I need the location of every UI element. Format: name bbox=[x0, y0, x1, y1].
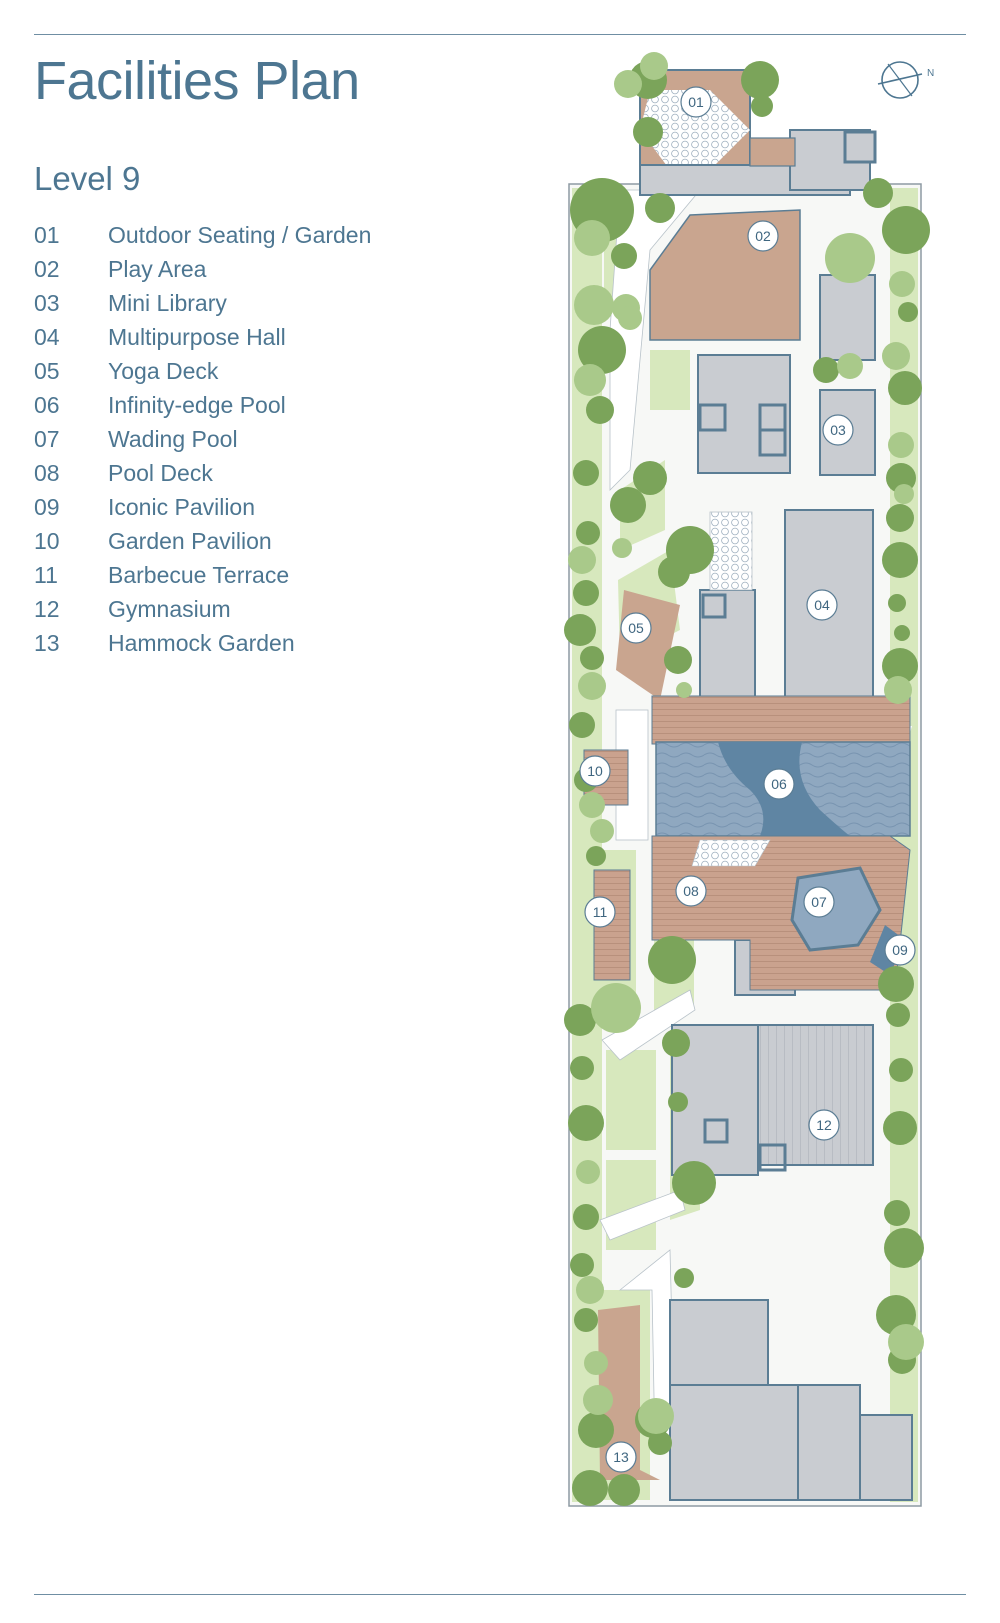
trees-light bbox=[568, 52, 924, 1434]
legend-item-05: 05 Yoga Deck bbox=[34, 354, 371, 388]
legend-label: Yoga Deck bbox=[108, 358, 219, 384]
legend-number: 11 bbox=[34, 562, 58, 588]
legend-number: 13 bbox=[34, 630, 60, 656]
legend-item-03: 03 Mini Library bbox=[34, 286, 371, 320]
marker-label: 02 bbox=[755, 228, 771, 244]
legend-item-13: 13 Hammock Garden bbox=[34, 626, 371, 660]
legend-item-10: 10 Garden Pavilion bbox=[34, 524, 371, 558]
map-markers: 01 02 03 04 05 06 07 08 09 10 11 12 13 bbox=[579, 86, 916, 1473]
north-label: N bbox=[927, 68, 934, 79]
hammock-garden bbox=[598, 1305, 660, 1480]
legend-label: Multipurpose Hall bbox=[108, 324, 286, 350]
legend-item-04: 04 Multipurpose Hall bbox=[34, 320, 371, 354]
bottom-rule bbox=[34, 1594, 966, 1595]
marker-01[interactable]: 01 bbox=[680, 86, 712, 118]
legend-number: 06 bbox=[34, 392, 60, 418]
marker-09[interactable]: 09 bbox=[884, 934, 916, 966]
legend-number: 04 bbox=[34, 324, 60, 350]
facilities-legend: 01 Outdoor Seating / Garden 02 Play Area 0… bbox=[34, 218, 371, 660]
hex-paving bbox=[709, 511, 753, 591]
legend-item-08: 08 Pool Deck bbox=[34, 456, 371, 490]
legend-label: Iconic Pavilion bbox=[108, 494, 256, 520]
marker-label: 08 bbox=[683, 883, 699, 899]
legend-item-12: 12 Gymnasium bbox=[34, 592, 371, 626]
legend-item-06: 06 Infinity-edge Pool bbox=[34, 388, 371, 422]
legend-item-11: 11 Barbecue Terrace bbox=[34, 558, 371, 592]
legend-number: 09 bbox=[34, 494, 60, 520]
site-plan-map: 01 02 03 04 05 06 07 08 09 10 11 12 13 N bbox=[564, 52, 934, 1507]
level-heading: Level 9 bbox=[34, 160, 141, 197]
legend-label: Infinity-edge Pool bbox=[108, 392, 286, 418]
marker-label: 07 bbox=[811, 894, 827, 910]
trees bbox=[564, 61, 930, 1506]
north-arrow-icon: N bbox=[877, 61, 934, 99]
legend-label: Mini Library bbox=[108, 290, 227, 316]
legend-item-02: 02 Play Area bbox=[34, 252, 371, 286]
marker-label: 10 bbox=[587, 763, 603, 779]
marker-10[interactable]: 10 bbox=[579, 755, 611, 787]
legend-label: Gymnasium bbox=[108, 596, 231, 622]
marker-03[interactable]: 03 bbox=[822, 414, 854, 446]
building-blocks bbox=[669, 274, 913, 1501]
legend-label: Outdoor Seating / Garden bbox=[108, 222, 372, 248]
marker-02[interactable]: 02 bbox=[747, 220, 779, 252]
pool-surround-deck bbox=[651, 695, 911, 745]
marker-label: 12 bbox=[816, 1117, 832, 1133]
legend-item-07: 07 Wading Pool bbox=[34, 422, 371, 456]
gymnasium-floor bbox=[757, 1024, 874, 1166]
marker-label: 01 bbox=[688, 94, 704, 110]
legend-number: 10 bbox=[34, 528, 60, 554]
legend-label: Pool Deck bbox=[108, 460, 213, 486]
marker-06[interactable]: 06 bbox=[763, 768, 795, 800]
legend-number: 05 bbox=[34, 358, 60, 384]
legend-label: Play Area bbox=[108, 256, 207, 282]
marker-12[interactable]: 12 bbox=[808, 1109, 840, 1141]
marker-label: 04 bbox=[814, 597, 830, 613]
marker-13[interactable]: 13 bbox=[605, 1441, 637, 1473]
legend-number: 01 bbox=[34, 222, 60, 248]
marker-label: 06 bbox=[771, 776, 787, 792]
marker-label: 11 bbox=[593, 904, 608, 920]
hex-paving-pool-deck bbox=[691, 839, 771, 867]
marker-08[interactable]: 08 bbox=[675, 875, 707, 907]
legend-label: Barbecue Terrace bbox=[108, 562, 290, 588]
legend-item-09: 09 Iconic Pavilion bbox=[34, 490, 371, 524]
legend-number: 02 bbox=[34, 256, 60, 282]
legend-label: Hammock Garden bbox=[108, 630, 295, 656]
page-title: Facilities Plan bbox=[34, 51, 360, 111]
top-rule bbox=[34, 34, 966, 35]
legend-number: 08 bbox=[34, 460, 60, 486]
legend-number: 07 bbox=[34, 426, 60, 452]
legend-number: 12 bbox=[34, 596, 60, 622]
marker-label: 05 bbox=[628, 620, 644, 636]
marker-04[interactable]: 04 bbox=[806, 589, 838, 621]
marker-label: 03 bbox=[830, 422, 846, 438]
marker-label: 09 bbox=[892, 942, 908, 958]
marker-11[interactable]: 11 bbox=[584, 896, 616, 928]
legend-item-01: 01 Outdoor Seating / Garden bbox=[34, 218, 371, 252]
legend-label: Wading Pool bbox=[108, 426, 238, 452]
legend-label: Garden Pavilion bbox=[108, 528, 272, 554]
marker-label: 13 bbox=[613, 1449, 629, 1465]
legend-number: 03 bbox=[34, 290, 60, 316]
marker-07[interactable]: 07 bbox=[803, 886, 835, 918]
marker-05[interactable]: 05 bbox=[620, 612, 652, 644]
